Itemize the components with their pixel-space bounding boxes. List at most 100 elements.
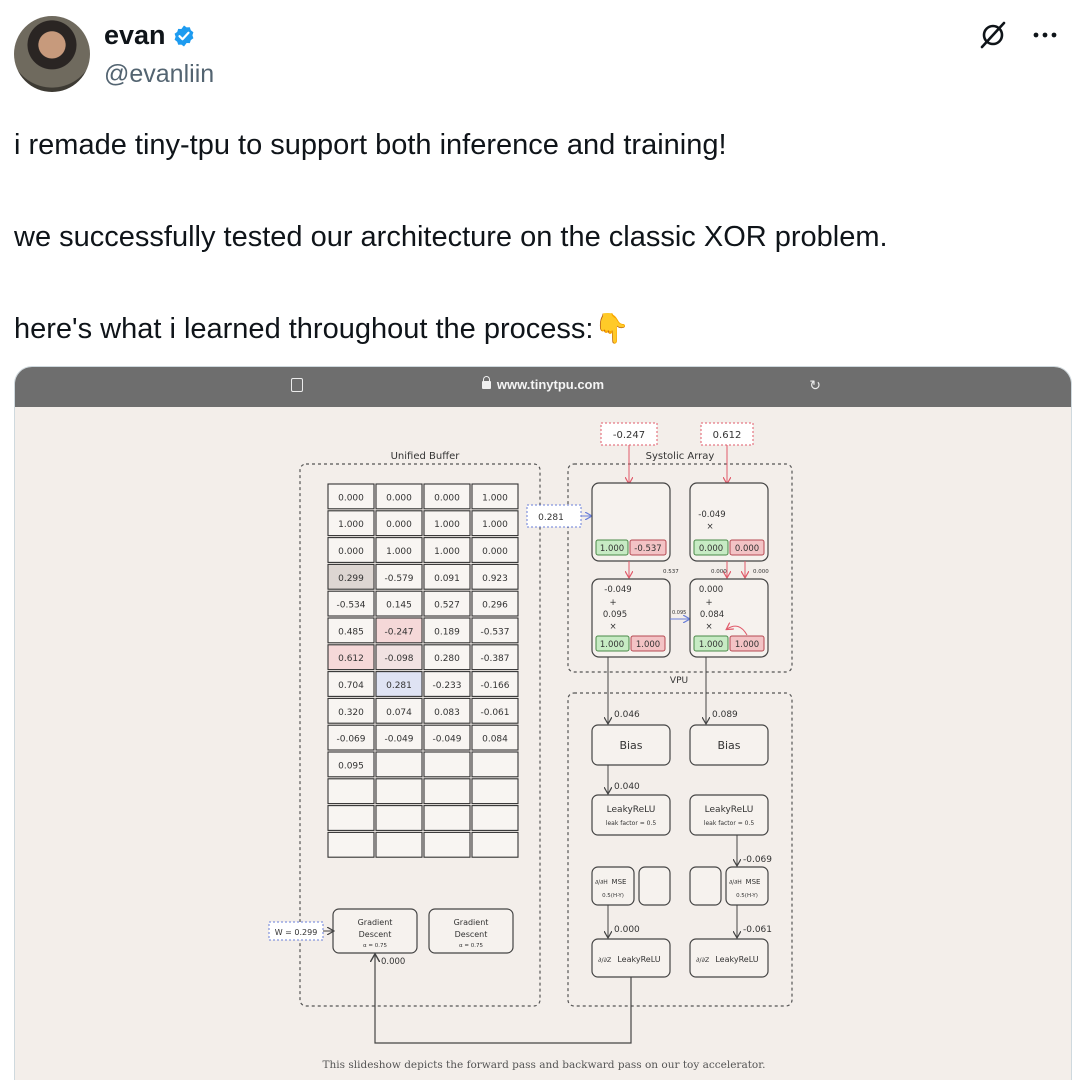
buffer-cell: [423, 751, 471, 778]
pe-tr-green: 0.000: [699, 544, 723, 554]
buffer-cell-value: 0.296: [482, 601, 508, 611]
buffer-cell: [471, 751, 519, 778]
leaky-label-left: LeakyReLU: [607, 805, 656, 815]
pe-bl-line1: -0.049: [604, 585, 631, 595]
buffer-cell: [471, 805, 519, 831]
more-icon[interactable]: [1032, 31, 1058, 39]
pe-br-line2: +: [705, 598, 712, 608]
buffer-cell-value: 0.095: [338, 761, 364, 771]
buffer-cell-value: 0.923: [482, 574, 508, 584]
author-avatar[interactable]: [14, 16, 90, 92]
buffer-cell-value: 0.612: [338, 654, 364, 664]
buffer-cell-value: 0.083: [434, 708, 460, 718]
tweet-header-actions: [978, 20, 1058, 50]
buffer-cell-value: 0.074: [386, 708, 412, 718]
buffer-cell: [327, 724, 375, 751]
mse-label-right: MSE: [746, 878, 761, 886]
buffer-cell: [327, 831, 375, 858]
buffer-cell: [471, 537, 519, 563]
buffer-cell-value: 1.000: [434, 520, 460, 530]
buffer-cell: [471, 778, 519, 805]
slideshow-caption: This slideshow depicts the forward pass …: [323, 1059, 766, 1071]
buffer-cell: [375, 563, 423, 590]
buffer-cell: [375, 671, 423, 697]
author-handle[interactable]: @evanliin: [104, 60, 215, 88]
buffer-cell: [375, 617, 423, 644]
small-mid: 0.095: [672, 610, 686, 616]
buffer-cell: [375, 751, 423, 778]
mse-sub-right: 0.5(H-Y): [736, 893, 758, 899]
unified-buffer-region: [299, 463, 541, 1007]
buffer-cell: [375, 831, 423, 858]
author-name[interactable]: evan: [104, 20, 166, 50]
buffer-cell: [423, 671, 471, 697]
pe-bl-line3: 0.095: [603, 610, 627, 620]
leaky-box-right: [689, 794, 769, 836]
buffer-cell: [327, 751, 375, 778]
buffer-cell: [471, 510, 519, 537]
gradient-descent-box-right: [428, 908, 514, 954]
buffer-cell-value: -0.387: [480, 654, 509, 664]
dmse-prefix-right: ∂/∂H: [729, 879, 742, 886]
buffer-cell-value: -0.537: [480, 627, 509, 637]
buffer-cell: [327, 563, 375, 590]
left-dl-in: 0.000: [614, 925, 640, 935]
pe-tl-green: 1.000: [600, 544, 624, 554]
pe-br-line1: 0.000: [699, 585, 723, 595]
buffer-cell: [327, 697, 375, 724]
buffer-cell: [327, 644, 375, 671]
buffer-cell-value: 0.527: [434, 601, 460, 611]
buffer-cell: [423, 563, 471, 590]
buffer-cell-value: -0.098: [384, 654, 413, 664]
address-bar: www.tinytpu.com: [15, 376, 1071, 392]
buffer-cell: [375, 483, 423, 510]
buffer-cell-value: 0.000: [482, 547, 508, 557]
buffer-cell: [471, 590, 519, 617]
top-input-right: 0.612: [713, 430, 742, 441]
buffer-cell: [423, 724, 471, 751]
bias-label-right: Bias: [717, 739, 740, 752]
vpu-in-left: 0.046: [614, 710, 640, 720]
buffer-cell: [327, 510, 375, 537]
sidebar-icon: [291, 378, 303, 392]
buffer-cell-value: 0.281: [386, 681, 412, 691]
grok-icon[interactable]: [978, 20, 1008, 50]
buffer-cell: [423, 805, 471, 831]
bias-box-right: [689, 724, 769, 766]
buffer-cell: [423, 483, 471, 510]
pe-br-line4: ×: [705, 622, 712, 632]
pe-tl-red: -0.537: [634, 544, 661, 554]
browser-toolbar: www.tinytpu.com ↻: [15, 367, 1071, 407]
buffer-cell: [471, 697, 519, 724]
buffer-cell: [423, 778, 471, 805]
buffer-cell-value: -0.166: [480, 681, 509, 691]
tweet-text: i remade tiny-tpu to support both infere…: [14, 122, 1064, 352]
buffer-cell: [423, 831, 471, 858]
author-name-row: evan: [104, 20, 196, 51]
feedback-arrow: [375, 955, 632, 1044]
after-bias-left: 0.040: [614, 782, 640, 792]
buffer-cell: [327, 617, 375, 644]
w-label-box: [268, 921, 324, 941]
buffer-cell-value: -0.233: [432, 681, 461, 691]
buffer-cell-value: 1.000: [482, 493, 508, 503]
buffer-cell-value: 0.189: [434, 627, 460, 637]
reload-icon: ↻: [809, 377, 821, 393]
buffer-cell: [423, 644, 471, 671]
gd-left-1: Gradient: [358, 918, 393, 927]
empty-box-left: [638, 866, 671, 906]
buffer-cell-value: 1.000: [434, 547, 460, 557]
bias-box-left: [591, 724, 671, 766]
vpu-in-right: 0.089: [712, 710, 738, 720]
buffer-cell: [327, 671, 375, 697]
side-input: 0.281: [538, 513, 564, 523]
tweet-line: we successfully tested our architecture …: [14, 221, 888, 253]
buffer-cell: [471, 563, 519, 590]
bias-label-left: Bias: [619, 739, 642, 752]
buffer-cell: [471, 671, 519, 697]
leak-factor-left: leak factor = 0.5: [606, 820, 657, 827]
buffer-cell: [375, 805, 423, 831]
